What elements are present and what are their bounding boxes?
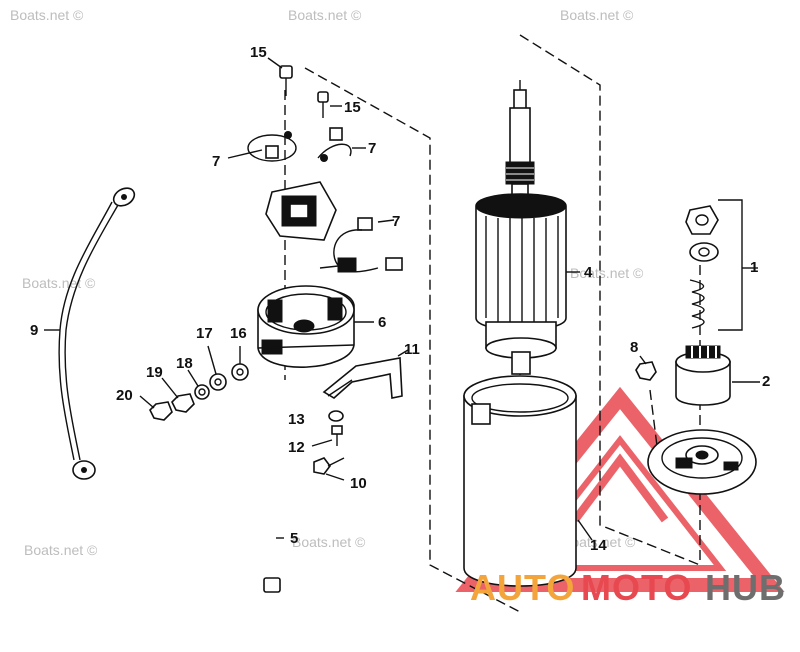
watermark-text: Boats.net © bbox=[22, 275, 96, 291]
watermark-layer: Boats.net © Boats.net © Boats.net © Boat… bbox=[10, 7, 644, 558]
brush-holder-screw bbox=[279, 65, 293, 96]
watermark-text: Boats.net © bbox=[24, 542, 98, 558]
callout-11: 11 bbox=[404, 341, 420, 358]
leader-lines bbox=[44, 57, 760, 541]
terminal-washer-stack bbox=[149, 363, 249, 421]
brand-part-hub: HUB bbox=[705, 567, 786, 608]
drive-end-cap bbox=[647, 429, 757, 495]
lock-washer bbox=[328, 410, 344, 422]
through-bolt bbox=[263, 382, 281, 593]
callout-7: 7 bbox=[368, 140, 376, 157]
callout-16: 16 bbox=[230, 325, 247, 342]
watermark-text: Boats.net © bbox=[570, 265, 644, 281]
callout-4: 4 bbox=[584, 264, 593, 281]
brand-wordmark: AUTO MOTO HUB bbox=[470, 567, 786, 608]
field-frame-housing bbox=[463, 375, 577, 587]
brush-lead-assembly bbox=[319, 217, 403, 273]
brush-spring bbox=[317, 127, 352, 162]
watermark-text: Boats.net © bbox=[292, 534, 366, 550]
commutator-end-cap bbox=[257, 285, 355, 368]
callout-2: 2 bbox=[762, 373, 770, 390]
callout-numbers: 1 2 4 5 6 7 7 7 8 9 10 11 12 13 14 15 15… bbox=[30, 44, 770, 554]
callout-19: 19 bbox=[146, 364, 163, 381]
watermark-text: Boats.net © bbox=[562, 534, 636, 550]
callout-15: 15 bbox=[344, 99, 361, 116]
callout-6: 6 bbox=[378, 314, 386, 331]
callout-12: 12 bbox=[288, 439, 305, 456]
drive-nut-spring-assembly bbox=[685, 199, 743, 331]
brand-part-moto: MOTO bbox=[581, 567, 692, 608]
callout-1: 1 bbox=[750, 259, 758, 276]
callout-8: 8 bbox=[630, 339, 638, 356]
callout-14: 14 bbox=[590, 537, 607, 554]
mounting-bracket bbox=[322, 357, 403, 399]
watermark-text: Boats.net © bbox=[10, 7, 84, 23]
brush-holder-plate bbox=[265, 181, 337, 241]
callout-9: 9 bbox=[30, 322, 38, 339]
drive-end-nut bbox=[635, 361, 657, 381]
bracket-bolt bbox=[313, 457, 345, 475]
armature bbox=[475, 89, 567, 375]
brand-part-auto: AUTO bbox=[470, 567, 575, 608]
drive-pinion-gear bbox=[675, 345, 731, 406]
callout-17: 17 bbox=[196, 325, 213, 342]
brush-spring bbox=[247, 131, 297, 162]
callout-13: 13 bbox=[288, 411, 305, 428]
callout-7: 7 bbox=[392, 213, 400, 230]
brush-holder-screw bbox=[317, 91, 329, 118]
callout-15: 15 bbox=[250, 44, 267, 61]
callout-7: 7 bbox=[212, 153, 220, 170]
bracket-screw bbox=[331, 425, 343, 446]
callout-20: 20 bbox=[116, 387, 133, 404]
callout-10: 10 bbox=[350, 475, 367, 492]
battery-cable bbox=[58, 187, 136, 480]
watermark-text: Boats.net © bbox=[560, 7, 634, 23]
callout-5: 5 bbox=[290, 530, 298, 547]
watermark-text: Boats.net © bbox=[288, 7, 362, 23]
callout-18: 18 bbox=[176, 355, 193, 372]
